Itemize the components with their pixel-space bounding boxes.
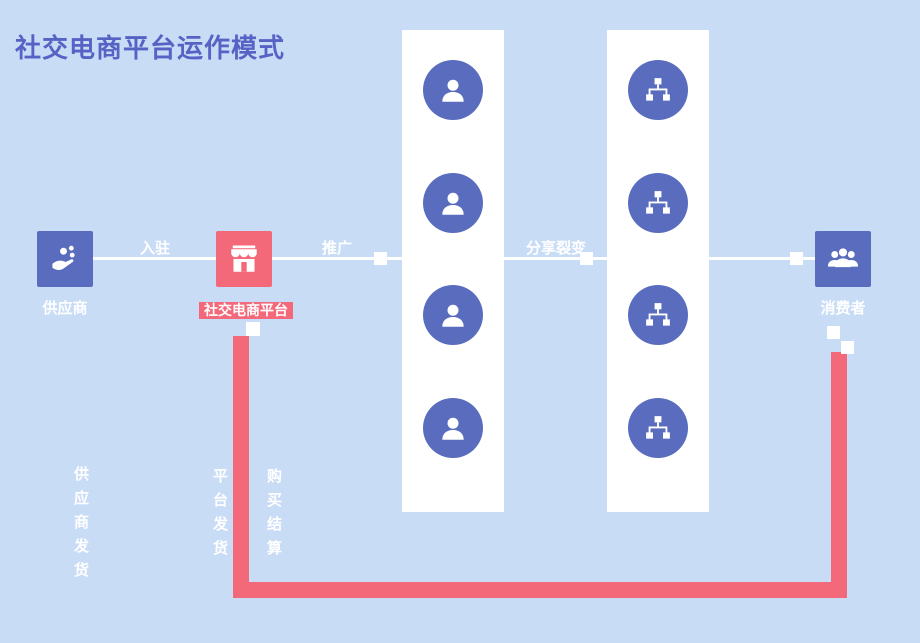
supply-hand-icon xyxy=(47,241,83,277)
group-node xyxy=(628,398,688,458)
group-node xyxy=(628,285,688,345)
user-icon xyxy=(438,413,468,443)
purchase-settle-label: 购买结算 xyxy=(265,468,282,564)
return-arrow-square xyxy=(841,341,854,354)
user-icon xyxy=(438,300,468,330)
promoter-node xyxy=(423,285,483,345)
platform-node xyxy=(216,231,272,287)
group-node xyxy=(628,60,688,120)
arrow-square xyxy=(580,252,593,265)
group-node xyxy=(628,173,688,233)
promoter-node xyxy=(423,60,483,120)
platform-ship-label: 平台发货 xyxy=(211,468,228,564)
supplier-label: 供应商 xyxy=(42,300,88,317)
platform-label: 社交电商平台 xyxy=(199,302,293,319)
arrow-square xyxy=(374,252,387,265)
return-arrow-square xyxy=(246,322,260,336)
edge-label-promote: 推广 xyxy=(321,240,352,257)
supplier-node xyxy=(37,231,93,287)
network-icon xyxy=(643,413,673,443)
edge-label-fission: 分享裂变 xyxy=(525,240,586,257)
user-icon xyxy=(438,188,468,218)
promoter-node xyxy=(423,398,483,458)
network-icon xyxy=(643,300,673,330)
return-line-bottom xyxy=(233,582,847,598)
promoters-column xyxy=(402,30,504,512)
edge-label-join: 入驻 xyxy=(139,240,170,257)
storefront-icon xyxy=(226,241,262,277)
consumer-node xyxy=(815,231,871,287)
return-line-right-vertical xyxy=(831,352,847,582)
return-arrow-square xyxy=(827,326,840,339)
supplier-ship-label: 供应商发货 xyxy=(72,466,89,586)
return-line-left-vertical xyxy=(233,336,249,582)
user-icon xyxy=(438,75,468,105)
arrow-square xyxy=(790,252,803,265)
network-icon xyxy=(643,188,673,218)
people-group-icon xyxy=(825,241,861,277)
diagram-title: 社交电商平台运作模式 xyxy=(15,33,286,63)
network-icon xyxy=(643,75,673,105)
groups-column xyxy=(607,30,709,512)
promoter-node xyxy=(423,173,483,233)
consumer-label: 消费者 xyxy=(820,300,866,317)
